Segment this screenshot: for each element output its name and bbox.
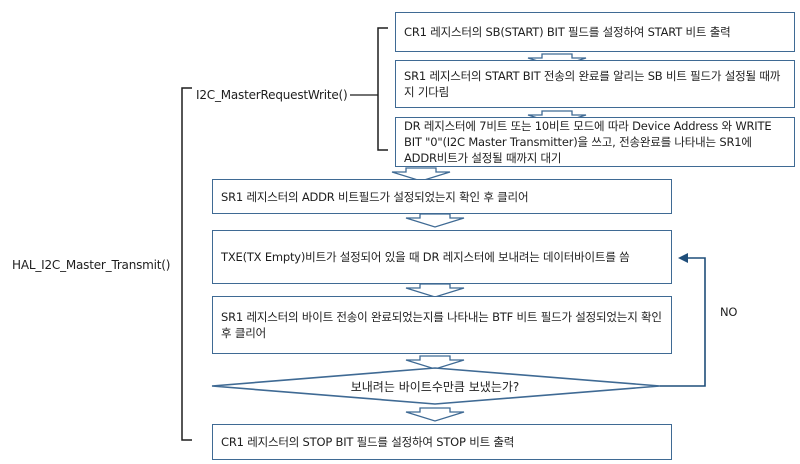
outer-function-label: HAL_I2C_Master_Transmit() [12,258,171,272]
step-write-address: DR 레지스터에 7비트 또는 10비트 모드에 따라 Device Addre… [395,117,795,167]
step-text: DR 레지스터에 7비트 또는 10비트 모드에 따라 Device Addre… [404,119,772,165]
inner-function-label: I2C_MasterRequestWrite() [196,88,348,102]
down-arrow [405,407,465,422]
decision-text: 보내려는 바이트수만큼 보냈는가? [350,380,520,394]
outer-bracket [181,87,192,441]
step-write-data: TXE(TX Empty)비트가 설정되어 있을 때 DR 레지스터에 보내려는… [212,230,672,284]
step-text: TXE(TX Empty)비트가 설정되어 있을 때 DR 레지스터에 보내려는… [221,250,630,264]
no-branch-label: NO [720,305,738,319]
step-text: CR1 레지스터의 STOP BIT 필드를 설정하여 STOP 비트 출력 [221,435,515,449]
down-arrow [405,355,465,370]
step-stop-bit: CR1 레지스터의 STOP BIT 필드를 설정하여 STOP 비트 출력 [212,424,672,460]
down-arrow [405,213,465,228]
step-check-btf: SR1 레지스터의 바이트 전송이 완료되었는지를 나타내는 BTF 비트 필드… [212,296,672,354]
step-text: SR1 레지스터의 START BIT 전송의 완료를 알리는 SB 비트 필드… [404,69,781,99]
down-arrow [391,167,451,182]
down-arrow [405,283,465,298]
step-text: SR1 레지스터의 바이트 전송이 완료되었는지를 나타내는 BTF 비트 필드… [221,310,662,340]
loop-back-arrow [660,253,706,387]
step-clear-addr: SR1 레지스터의 ADDR 비트필드가 설정되었는지 확인 후 클리어 [212,179,672,214]
step-set-start-bit: CR1 레지스터의 SB(START) BIT 필드를 설정하여 START 비… [395,12,795,52]
step-wait-sb-flag: SR1 레지스터의 START BIT 전송의 완료를 알리는 SB 비트 필드… [395,60,795,108]
step-text: CR1 레지스터의 SB(START) BIT 필드를 설정하여 START 비… [404,25,731,39]
step-text: SR1 레지스터의 ADDR 비트필드가 설정되었는지 확인 후 클리어 [221,189,529,204]
inner-bracket [377,27,388,151]
